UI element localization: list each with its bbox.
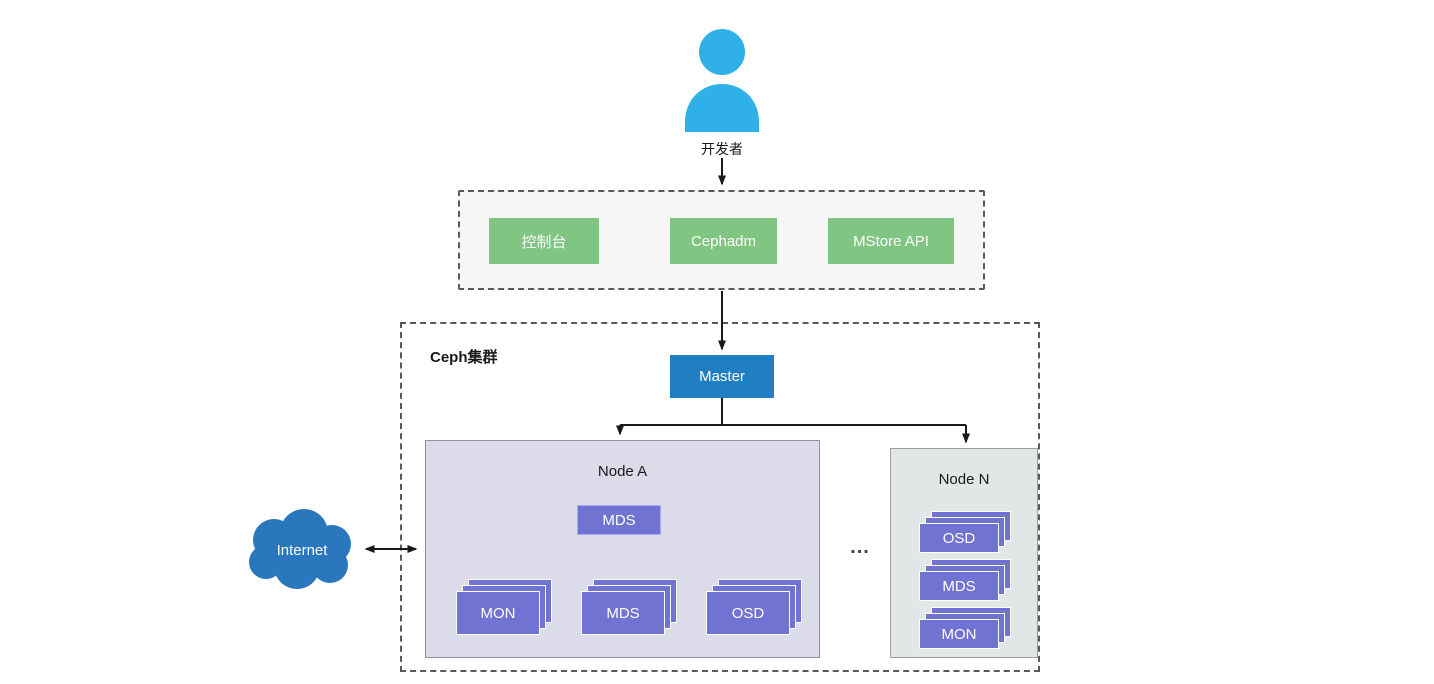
stack-layer-front: OSD — [706, 591, 790, 635]
node-a-osd-stack: OSD — [706, 579, 802, 635]
node-n-mon-stack: MON — [919, 607, 1011, 649]
ceph-cluster-box: Ceph集群 — [400, 322, 1040, 672]
node-a-label: Node A — [597, 463, 648, 480]
nodes-ellipsis: ... — [850, 536, 870, 558]
node-n-mds-stack: MDS — [919, 559, 1011, 601]
stack-layer-front: MDS — [919, 571, 999, 601]
stack-layer-front: MDS — [581, 591, 665, 635]
node-n-label: Node N — [938, 471, 990, 488]
console-box: 控制台 — [489, 218, 599, 264]
developer-actor: 开发者 — [677, 26, 767, 159]
node-a-mds-box: MDS — [577, 505, 661, 535]
node-a-mon-stack: MON — [456, 579, 552, 635]
node-n-osd-stack: OSD — [919, 511, 1011, 553]
stack-layer-front: MON — [456, 591, 540, 635]
internet-cloud: Internet — [242, 508, 362, 594]
node-n: Node N OSD MDS MON — [890, 448, 1038, 658]
cephadm-box: Cephadm — [670, 218, 777, 264]
mstore-api-box: MStore API — [828, 218, 954, 264]
master-node: Master — [670, 355, 774, 398]
node-a-mds-stack: MDS — [581, 579, 677, 635]
developer-label: 开发者 — [701, 141, 743, 157]
ceph-cluster-label: Ceph集群 — [430, 349, 498, 366]
stack-layer-front: OSD — [919, 523, 999, 553]
node-a: Node A MDS MON MDS OSD — [425, 440, 820, 658]
internet-label: Internet — [276, 542, 328, 559]
cloud-icon — [249, 509, 351, 589]
stack-layer-front: MON — [919, 619, 999, 649]
person-icon — [685, 29, 759, 132]
tools-panel: 控制台 Cephadm MStore API — [458, 190, 985, 290]
